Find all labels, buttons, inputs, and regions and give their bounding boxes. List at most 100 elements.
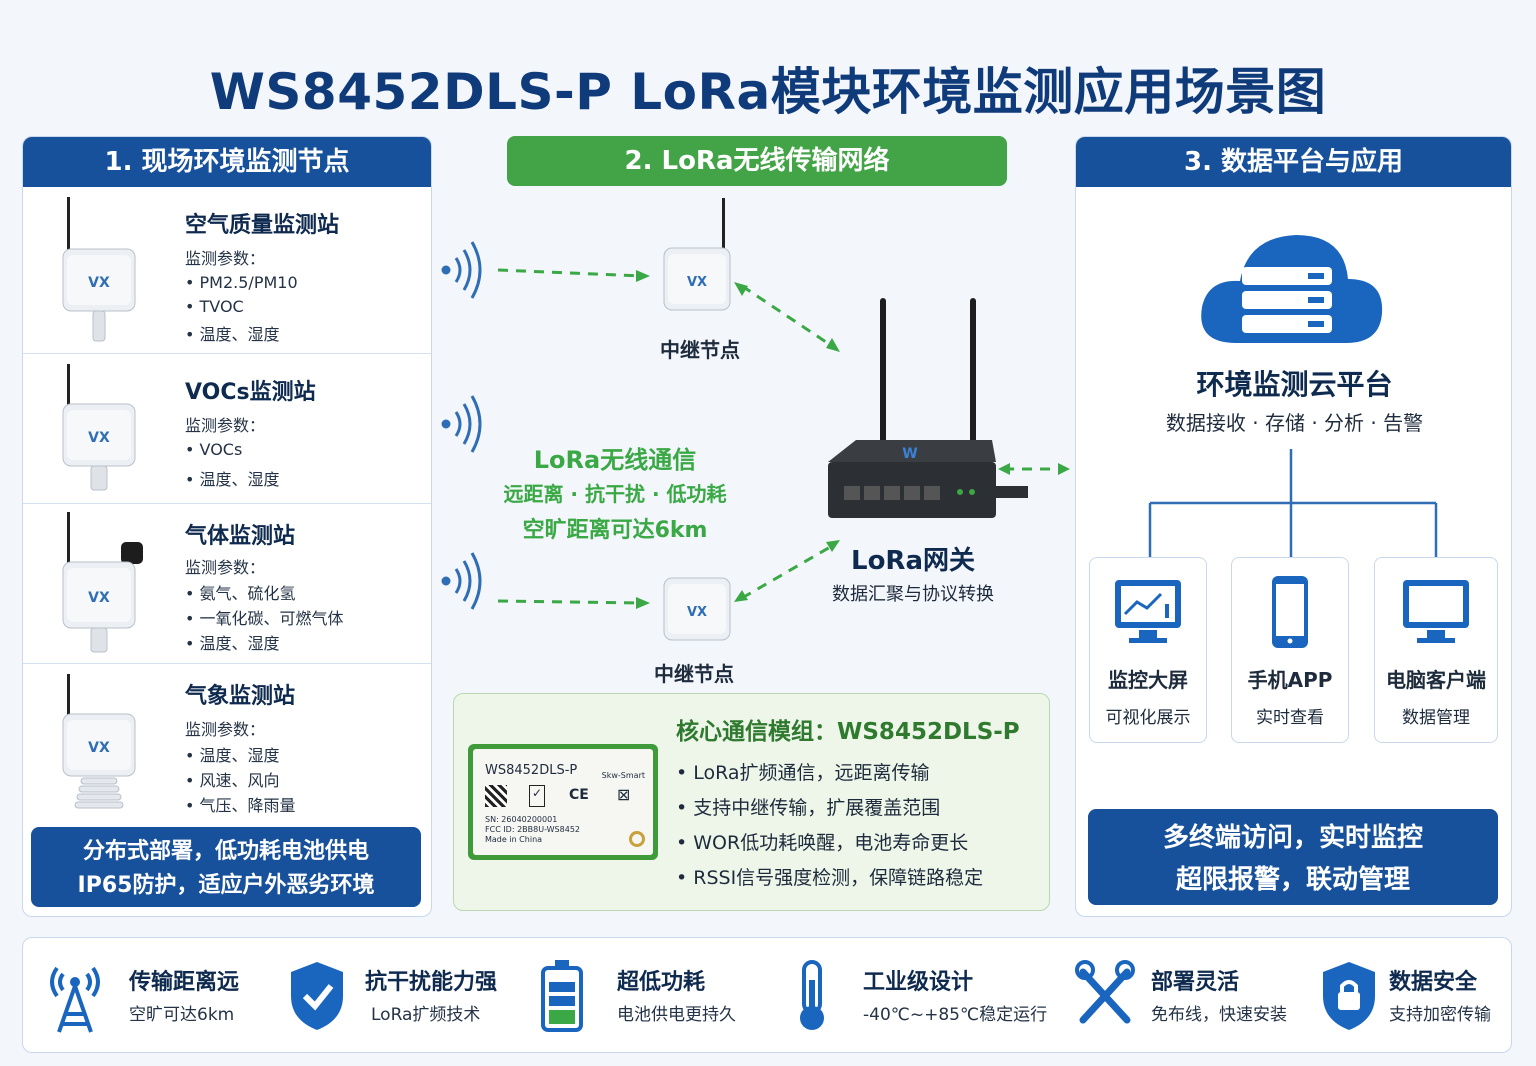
- relay-node-bottom-icon: VX: [663, 577, 731, 641]
- feature-sub: 免布线，快速安装: [1151, 1005, 1287, 1025]
- left-banner-line1: 分布式部署，低功耗电池供电: [82, 839, 369, 864]
- feature-title: 传输距离远: [129, 970, 240, 995]
- left-summary-banner: 分布式部署，低功耗电池供电 IP65防护，适应户外恶劣环境: [31, 827, 421, 907]
- module-title: 核心通信模组：WS8452DLS-P: [676, 719, 1020, 745]
- data-platform-panel: 3. 数据平台与应用 环境监测云平台 数据接收 · 存储 · 分析 · 告警 监…: [1075, 136, 1512, 917]
- wireless-line2: 空旷距离可达6km: [522, 518, 708, 543]
- feature-flexible-deploy: 部署灵活 免布线，快速安装: [1073, 958, 1313, 1038]
- station-gas: VX 气体监测站 监测参数： • 氨气、硫化氢 • 一氧化碳、可燃气体 • 温度…: [23, 504, 431, 664]
- station-param-label: 监测参数：: [185, 558, 266, 577]
- svg-text:W: W: [902, 446, 917, 462]
- page-title: WS8452DLS-P LoRa模块环境监测应用场景图: [209, 63, 1327, 121]
- wireless-line1: 远距离 · 抗干扰 · 低功耗: [503, 482, 727, 506]
- feature-anti-interference: 抗干扰能力强 LoRa扩频技术: [285, 958, 525, 1038]
- module-feature: • WOR低功耗唤醒，电池寿命更长: [676, 832, 969, 854]
- feature-title: 工业级设计: [863, 970, 974, 995]
- terminal-title: 手机APP: [1247, 668, 1333, 692]
- feature-sub: 空旷可达6km: [129, 1005, 235, 1025]
- right-summary-banner: 多终端访问，实时监控 超限报警，联动管理: [1088, 809, 1498, 905]
- module-feature: • 支持中继传输，扩展覆盖范围: [676, 797, 941, 819]
- signal-icon: [441, 241, 482, 299]
- terminal-monitor-wall[interactable]: 监控大屏 可视化展示: [1089, 557, 1207, 743]
- shield-check-icon: [291, 962, 343, 1030]
- cloud-title: 环境监测云平台: [1196, 368, 1393, 401]
- svg-text:VX: VX: [88, 275, 110, 291]
- station-param: • 一氧化碳、可燃气体: [185, 609, 344, 628]
- chip-brand: Skw-Smart: [601, 771, 645, 780]
- field-nodes-panel: 1. 现场环境监测节点 VX 空气质量监测站 监测参数： • PM2.5/PM1…: [22, 136, 432, 917]
- chip-sn: SN: 26040200001: [485, 815, 558, 824]
- feature-title: 数据安全: [1389, 970, 1478, 995]
- station-param-label: 监测参数：: [185, 720, 266, 739]
- svg-text:VX: VX: [687, 605, 707, 620]
- antenna-tower-icon: [50, 966, 100, 1033]
- station-param: • 温度、湿度: [185, 470, 280, 489]
- relay-bottom-label: 中继节点: [654, 662, 734, 686]
- svg-text:VX: VX: [88, 740, 110, 756]
- tools-icon: [1075, 960, 1135, 1024]
- vocs-sensor-icon: VX: [62, 364, 136, 491]
- terminal-desktop-client[interactable]: 电脑客户端 数据管理: [1374, 557, 1498, 743]
- station-vocs: VX VOCs监测站 监测参数： • VOCs • 温度、湿度: [23, 354, 431, 504]
- svg-text:VX: VX: [687, 275, 707, 290]
- station-title: VOCs监测站: [185, 380, 316, 405]
- feature-sub: 支持加密传输: [1389, 1005, 1491, 1025]
- lora-network-header: 2. LoRa无线传输网络: [507, 136, 1007, 186]
- station-weather: VX 气象监测站 监测参数： • 温度、湿度 • 风速、风向 • 气压、降雨量: [23, 664, 431, 829]
- feature-industrial: 工业级设计 -40℃~+85℃稳定运行: [787, 958, 1057, 1038]
- gas-sensor-icon: VX: [62, 512, 143, 653]
- gateway-sub: 数据汇聚与协议转换: [832, 584, 994, 605]
- station-param: • VOCs: [185, 440, 243, 459]
- monitor-chart-icon: [1115, 580, 1181, 643]
- relay-node-top-icon: VX: [663, 198, 731, 311]
- station-param: • PM2.5/PM10: [185, 273, 298, 292]
- station-param: • 风速、风向: [185, 771, 280, 790]
- qr-code-icon: [485, 785, 507, 807]
- station-param: • TVOC: [185, 297, 244, 316]
- desktop-icon: [1403, 580, 1469, 643]
- feature-title: 超低功耗: [617, 970, 706, 995]
- lora-gateway-icon: W: [828, 298, 1028, 518]
- signal-icon: [441, 552, 482, 610]
- antenna-pad-icon: [629, 831, 645, 847]
- station-title: 气体监测站: [185, 524, 296, 549]
- thermometer-icon: [800, 960, 824, 1030]
- chip-fcc: FCC ID: 2BB8U-WS8452: [485, 825, 580, 834]
- left-banner-line2: IP65防护，适应户外恶劣环境: [77, 873, 375, 898]
- ce-icon: CE: [569, 787, 589, 803]
- chip-origin: Made in China: [485, 835, 543, 844]
- station-air-quality: VX 空气质量监测站 监测参数： • PM2.5/PM10 • TVOC • 温…: [23, 187, 431, 354]
- terminal-mobile-app[interactable]: 手机APP 实时查看: [1231, 557, 1349, 743]
- module-chip: WS8452DLS-P Skw-Smart ✓ CE ⊠ SN: 2604020…: [468, 744, 658, 860]
- cloud-server-icon: [1201, 235, 1383, 343]
- field-nodes-header: 1. 现场环境监测节点: [23, 137, 431, 187]
- station-param: • 氨气、硫化氢: [185, 584, 296, 603]
- wireless-title: LoRa无线通信: [533, 446, 697, 474]
- right-banner-line1: 多终端访问，实时监控: [1162, 823, 1423, 853]
- station-param: • 温度、湿度: [185, 325, 280, 344]
- network-diagram: VX VX W: [441, 198, 1070, 641]
- chip-model: WS8452DLS-P: [485, 763, 578, 778]
- terminal-sub: 可视化展示: [1105, 708, 1191, 728]
- feature-title: 部署灵活: [1151, 970, 1240, 995]
- module-feature: • RSSI信号强度检测，保障链路稳定: [676, 867, 984, 889]
- terminal-title: 监控大屏: [1108, 668, 1188, 692]
- battery-icon: [541, 960, 583, 1032]
- signal-icon: [441, 395, 482, 453]
- station-param: • 气压、降雨量: [185, 796, 296, 815]
- station-param: • 温度、湿度: [185, 746, 280, 765]
- station-title: 气象监测站: [185, 684, 296, 709]
- svg-text:VX: VX: [88, 590, 110, 606]
- terminal-sub: 实时查看: [1256, 708, 1324, 728]
- feature-sub: 电池供电更持久: [617, 1005, 736, 1025]
- feature-data-security: 数据安全 支持加密传输: [1319, 958, 1509, 1038]
- air-quality-sensor-icon: VX: [62, 197, 136, 342]
- station-title: 空气质量监测站: [185, 213, 340, 238]
- module-feature: • LoRa扩频通信，远距离传输: [676, 762, 930, 784]
- rohs-icon: ✓: [529, 785, 545, 807]
- relay-top-label: 中继节点: [660, 338, 740, 362]
- weee-icon: ⊠: [617, 785, 631, 804]
- feature-low-power: 超低功耗 电池供电更持久: [537, 958, 767, 1038]
- station-param-label: 监测参数：: [185, 249, 266, 268]
- terminal-title: 电脑客户端: [1386, 668, 1486, 692]
